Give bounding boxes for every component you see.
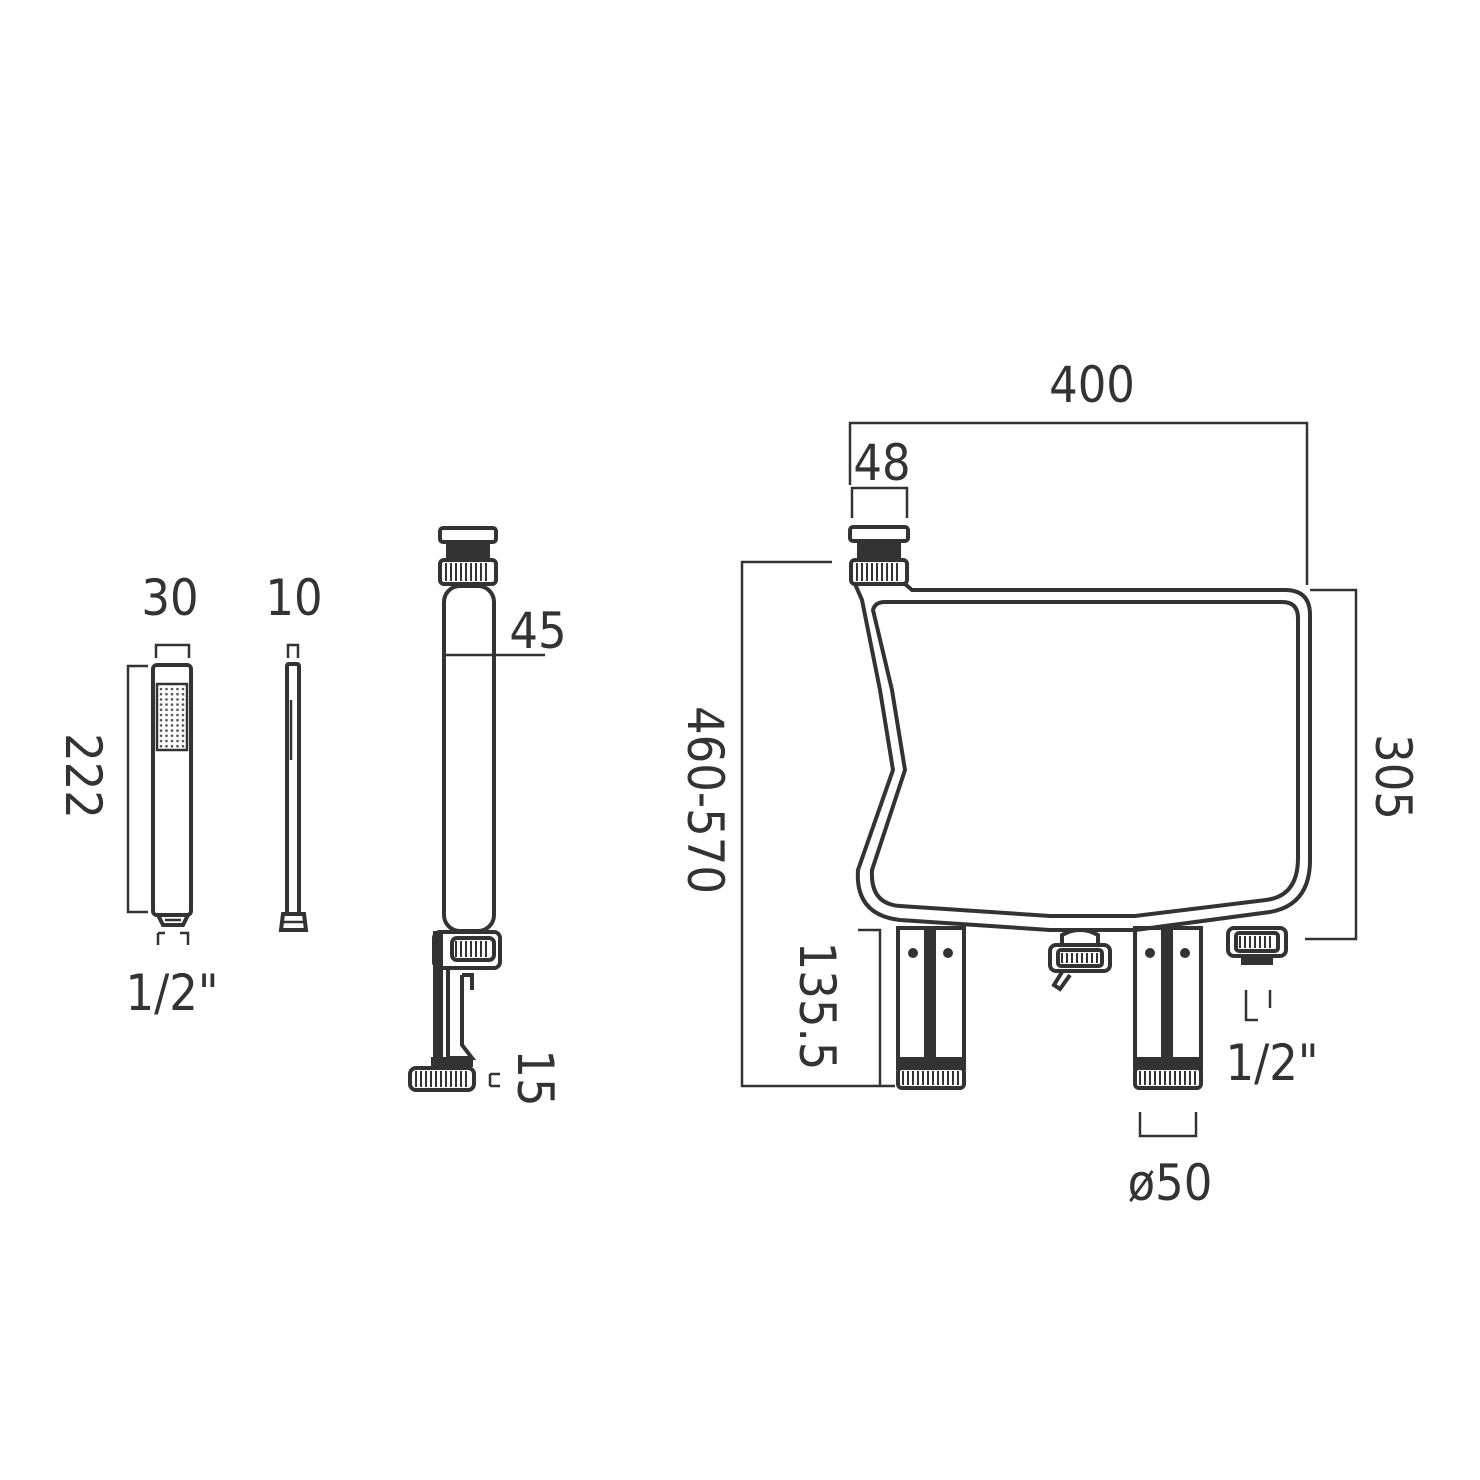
column-tube: [442, 584, 496, 933]
column-cap: [438, 526, 498, 544]
handset-connection-dimension: [156, 931, 190, 945]
mixer-left-leg: 135.5: [788, 926, 966, 1090]
column-diameter-label: 45: [509, 602, 566, 660]
handset-body: [151, 663, 193, 917]
column-base-dimension: [488, 1072, 500, 1088]
column-stand: [433, 931, 443, 1063]
handset-connection-label: 1/2": [125, 964, 218, 1022]
handset-connector: [156, 914, 190, 927]
outlet-width-dimension: [850, 486, 909, 518]
leg-diameter-dimension: [1138, 1112, 1198, 1138]
column-base-label: 15: [506, 1049, 564, 1106]
mixer-right-leg: ø50: [1128, 926, 1213, 1212]
height-range-dimension: [740, 560, 895, 1088]
handset-width-dimension: [154, 643, 191, 658]
bath-mixer-view: 400 48 460-570 305 135.5: [676, 356, 1422, 1212]
column-pipe: [446, 968, 477, 1060]
leg-height-label: 135.5: [788, 942, 846, 1071]
overall-width-label: 400: [1049, 356, 1135, 414]
handset-front-view: 30 222 1/2": [54, 569, 219, 1022]
depth-dimension: [1305, 588, 1358, 941]
mixer-body-outline: [853, 582, 1312, 932]
mixer-diverter-knob: [1048, 928, 1112, 992]
handset-height-dimension: [126, 664, 148, 914]
mixer-outlet-nut: [849, 558, 909, 586]
spout-column-side-view: 45 15: [408, 526, 567, 1107]
handset-side-body: [285, 662, 301, 916]
depth-label: 305: [1364, 734, 1422, 820]
leg-diameter-label: ø50: [1128, 1154, 1213, 1212]
hose-connection-dimension: [1244, 990, 1272, 1022]
handset-height-label: 222: [54, 733, 112, 819]
column-collar: [446, 542, 490, 560]
column-nut: [438, 558, 498, 586]
handset-spray-holes: [159, 687, 185, 748]
mixer-body-inner: [869, 600, 1300, 918]
outlet-width-label: 48: [853, 434, 910, 492]
handset-width-label: 30: [141, 569, 198, 627]
handset-thickness-label: 10: [265, 569, 322, 627]
handset-spray-face: [155, 682, 189, 752]
handset-side-connector: [278, 912, 309, 932]
mixer-outlet-cap: [848, 525, 910, 543]
handset-side-view: 10: [265, 569, 323, 932]
overall-width-dimension: [848, 421, 1309, 585]
hose-connection-label: 1/2": [1225, 1034, 1318, 1092]
mixer-hose-connection: 1/2": [1225, 926, 1319, 1092]
handset-thickness-dimension: [286, 643, 300, 658]
height-range-label: 460-570: [676, 706, 734, 894]
